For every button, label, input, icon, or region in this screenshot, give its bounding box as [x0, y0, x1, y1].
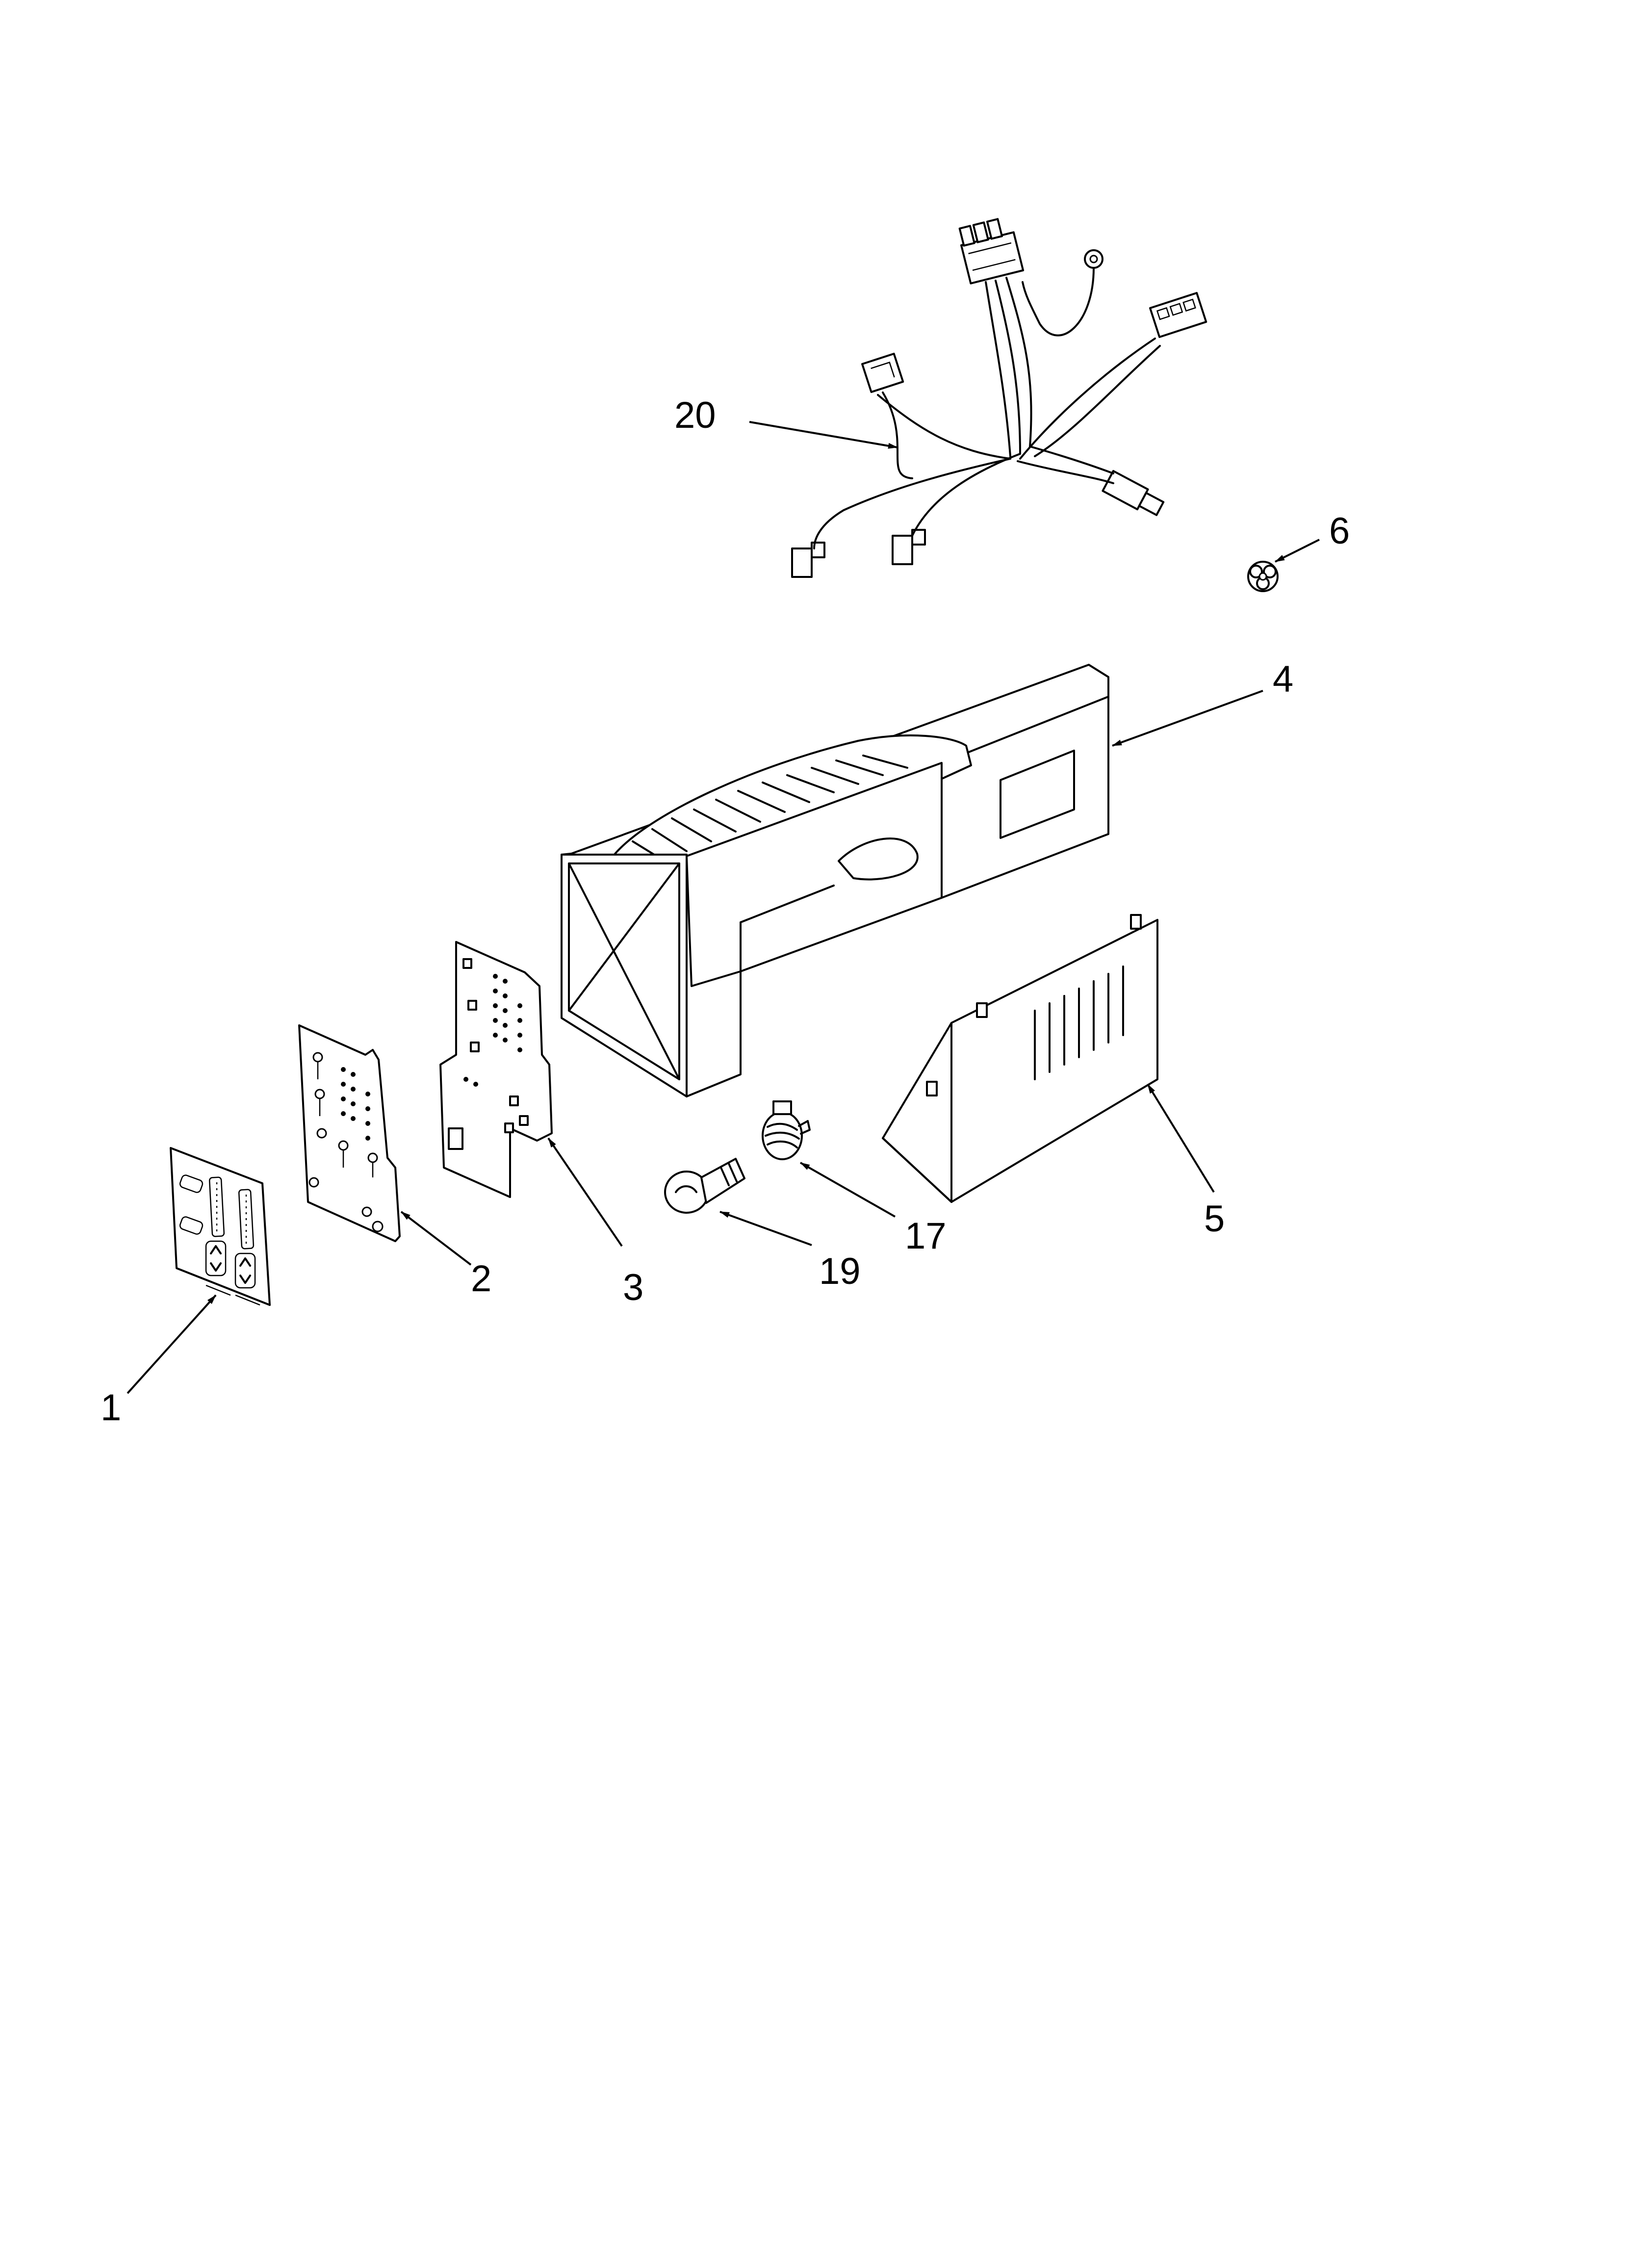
- leader-17: [800, 1162, 896, 1218]
- leader-6: [1275, 539, 1320, 563]
- callout-6: 6: [1329, 510, 1350, 552]
- leader-3: [547, 1137, 623, 1247]
- callout-3: 3: [623, 1267, 643, 1308]
- leader-lines: [127, 421, 1320, 1394]
- leader-4: [1112, 690, 1263, 747]
- callout-1: 1: [101, 1387, 121, 1429]
- callout-19: 19: [819, 1251, 861, 1292]
- callout-2: 2: [471, 1258, 491, 1300]
- socket-icon: [762, 1100, 811, 1160]
- keypad-board-icon: [298, 1024, 401, 1242]
- control-overlay-icon: [170, 1147, 271, 1306]
- bulb-icon: [664, 1158, 745, 1214]
- clip-icon: [1247, 561, 1279, 592]
- callout-17: 17: [905, 1215, 947, 1257]
- callout-5: 5: [1204, 1198, 1225, 1240]
- callout-20: 20: [674, 394, 716, 436]
- control-board-icon: [439, 941, 553, 1198]
- wire-harness-icon: [791, 218, 1207, 578]
- leader-19: [719, 1211, 812, 1246]
- callout-labels: 20 6 4 5 17 19 3 2 1: [101, 394, 1350, 1429]
- leader-5: [1147, 1083, 1215, 1193]
- leader-20: [749, 421, 898, 449]
- leader-1: [127, 1294, 217, 1394]
- callout-4: 4: [1273, 658, 1293, 700]
- leader-2: [400, 1211, 472, 1266]
- cover-panel-icon: [882, 914, 1158, 1203]
- dispenser-housing-icon: [561, 664, 1109, 1097]
